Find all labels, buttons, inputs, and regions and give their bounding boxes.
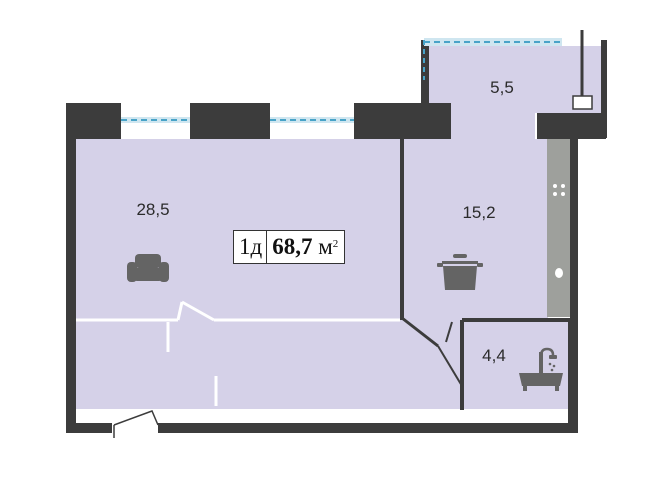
floor-kitchen bbox=[404, 139, 548, 322]
balcony-window bbox=[423, 38, 562, 80]
interior-walls bbox=[400, 139, 570, 410]
apartment-area-unit: м bbox=[318, 234, 333, 259]
room-area-kitchen: 15,2 bbox=[462, 203, 495, 222]
floor-areas bbox=[74, 46, 602, 409]
apartment-type: 1д bbox=[234, 231, 268, 263]
window-left bbox=[121, 107, 190, 139]
entrance-door bbox=[112, 410, 159, 438]
floor-living bbox=[74, 139, 404, 409]
floor-corridor bbox=[404, 322, 462, 409]
window-right bbox=[270, 107, 354, 139]
balcony-walls bbox=[421, 40, 607, 138]
zone-lines bbox=[76, 300, 400, 406]
apartment-total-area: 68,7 м2 bbox=[267, 231, 344, 263]
cooking-pot-icon bbox=[437, 254, 483, 290]
floor-balcony-link bbox=[451, 108, 535, 141]
armchair-icon bbox=[127, 254, 169, 282]
apartment-badge: 1д 68,7 м2 bbox=[233, 230, 346, 264]
apartment-area-value: 68,7 bbox=[272, 234, 313, 259]
kitchen-counter bbox=[547, 139, 570, 317]
room-area-living: 28,5 bbox=[136, 200, 169, 219]
apartment-area-unit-power: 2 bbox=[332, 238, 339, 250]
bathtub-icon bbox=[519, 347, 563, 391]
balcony-column bbox=[572, 30, 593, 110]
room-area-balcony: 5,5 bbox=[490, 78, 514, 97]
floor-bathroom bbox=[462, 322, 570, 409]
room-area-bathroom: 4,4 bbox=[482, 346, 506, 365]
